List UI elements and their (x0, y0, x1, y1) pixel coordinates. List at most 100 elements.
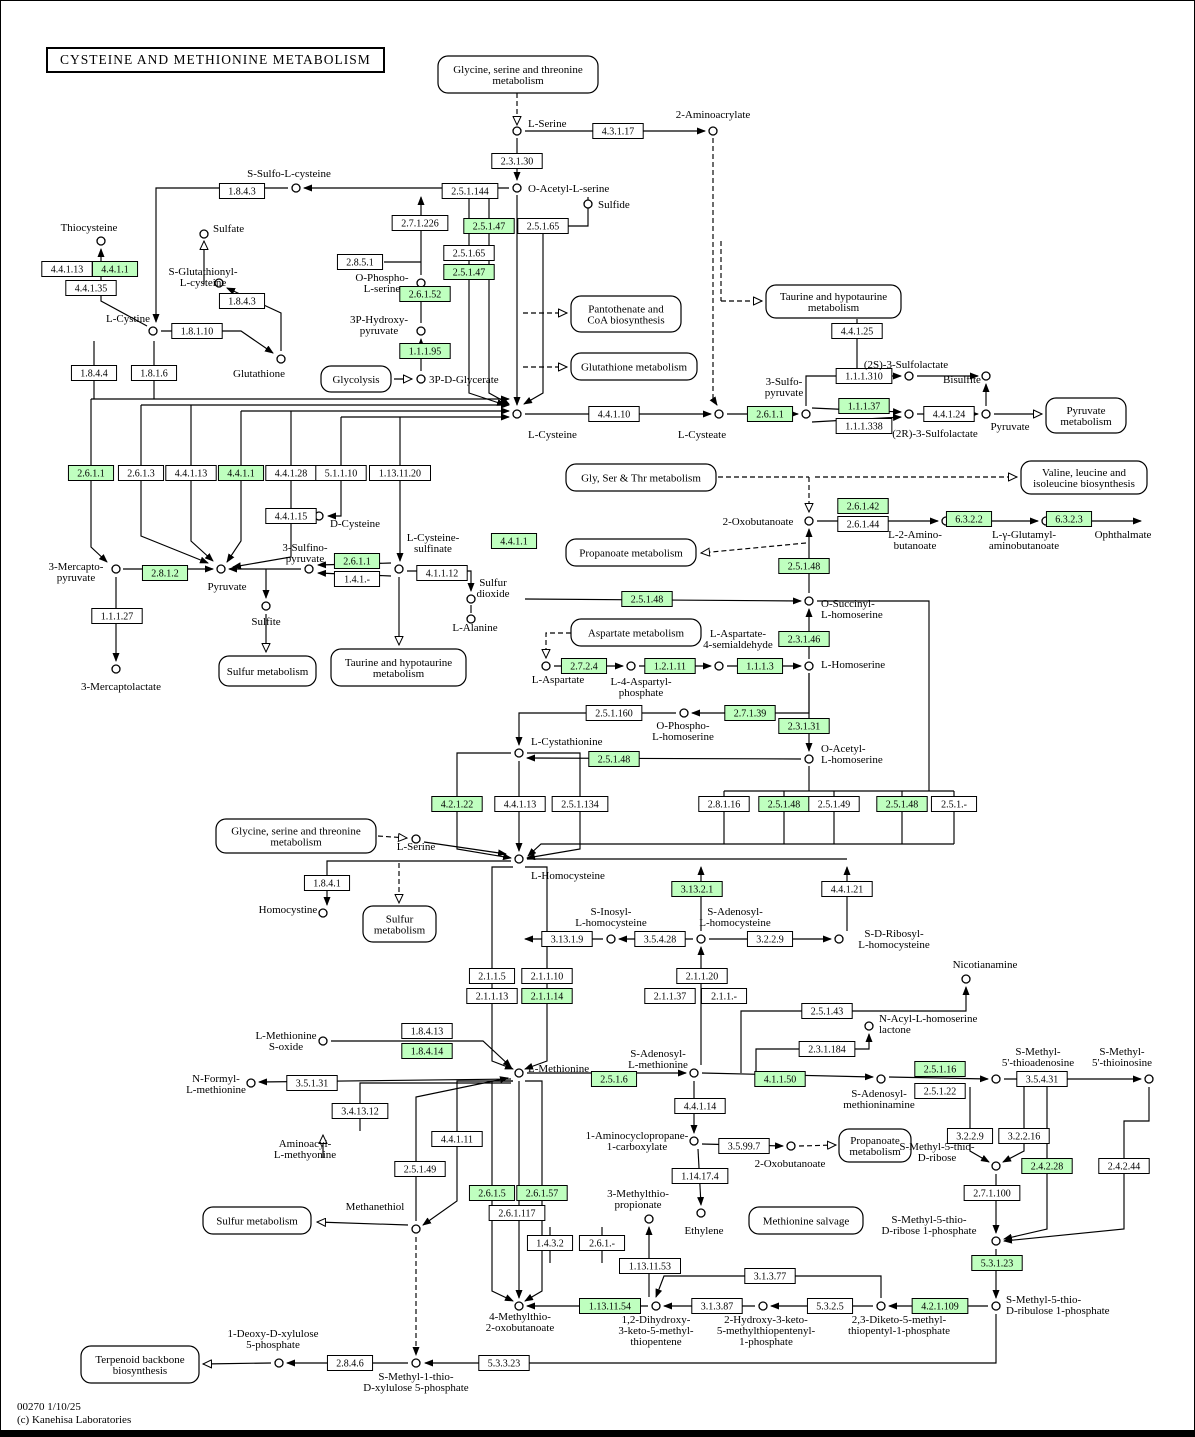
pathway-link-sulfur-metabolism[interactable] (202, 1206, 312, 1235)
compound-node[interactable] (318, 1036, 328, 1046)
enzyme-box-2.5.1.48[interactable] (588, 751, 640, 767)
enzyme-box-2.5.1.65[interactable] (443, 245, 495, 261)
pathway-link-methionine-salvage[interactable] (748, 1206, 864, 1235)
compound-node[interactable] (216, 564, 226, 574)
enzyme-box-4.4.1.1[interactable] (217, 465, 265, 481)
pathway-link-pyruvate-metabolism[interactable] (1045, 397, 1127, 434)
enzyme-box-2.1.1.14[interactable] (521, 988, 573, 1004)
enzyme-box-6.3.2.2[interactable] (945, 511, 993, 527)
enzyme-box-2.6.1.42[interactable] (837, 498, 889, 514)
compound-node[interactable] (991, 1161, 1001, 1171)
enzyme-box-3.5.4.31[interactable] (1016, 1071, 1068, 1087)
enzyme-box-2.8.4.6[interactable] (326, 1355, 374, 1371)
enzyme-box-2.5.1.43[interactable] (801, 1003, 853, 1019)
enzyme-box-1.13.11.54[interactable] (579, 1298, 641, 1314)
enzyme-box-2.1.1.5[interactable] (468, 968, 516, 984)
enzyme-box-2.5.1.48[interactable] (778, 558, 830, 574)
compound-node[interactable] (514, 1068, 524, 1078)
enzyme-box-2.6.1.1[interactable] (67, 465, 115, 481)
pathway-link-sulfur-metabolism[interactable] (218, 655, 317, 687)
enzyme-box-2.3.1.31[interactable] (778, 718, 830, 734)
compound-node[interactable] (606, 934, 616, 944)
enzyme-box-2.7.1.100[interactable] (963, 1185, 1021, 1201)
enzyme-box-1.1.1.310[interactable] (835, 368, 893, 384)
enzyme-box-1.2.1.11[interactable] (644, 658, 696, 674)
compound-node[interactable] (416, 278, 426, 288)
compound-node[interactable] (708, 126, 718, 136)
compound-node[interactable] (689, 1068, 699, 1078)
pathway-link-terpenoid-backbone-biosynthesis[interactable] (80, 1345, 200, 1384)
enzyme-box-4.3.1.17[interactable] (592, 123, 644, 139)
enzyme-box-2.5.1.48[interactable] (876, 796, 928, 812)
enzyme-box-1.8.4.3[interactable] (218, 293, 266, 309)
enzyme-box-2.5.1.49[interactable] (808, 796, 860, 812)
enzyme-box-1.8.4.3[interactable] (218, 183, 266, 199)
enzyme-box-1.14.17.4[interactable] (671, 1168, 729, 1184)
enzyme-box-1.1.1.338[interactable] (835, 418, 893, 434)
compound-node[interactable] (644, 1214, 654, 1224)
compound-node[interactable] (514, 854, 524, 864)
enzyme-box-1.1.1.27[interactable] (91, 608, 143, 624)
enzyme-box-3.13.2.1[interactable] (671, 881, 723, 897)
enzyme-box-4.4.1.14[interactable] (674, 1098, 726, 1114)
compound-node[interactable] (541, 661, 551, 671)
compound-node[interactable] (696, 934, 706, 944)
compound-node[interactable] (651, 1301, 661, 1311)
enzyme-box-1.8.1.10[interactable] (171, 323, 223, 339)
enzyme-box-2.1.1.13[interactable] (466, 988, 518, 1004)
enzyme-box-2.3.1.46[interactable] (778, 631, 830, 647)
enzyme-box-4.4.1.24[interactable] (923, 406, 975, 422)
enzyme-box-3.1.3.87[interactable] (691, 1298, 743, 1314)
enzyme-box-2.5.1.16[interactable] (914, 1061, 966, 1077)
enzyme-box-1.1.1.3[interactable] (736, 658, 784, 674)
compound-node[interactable] (804, 661, 814, 671)
enzyme-box-1.1.1.37[interactable] (838, 398, 890, 414)
compound-node[interactable] (111, 664, 121, 674)
enzyme-box-3.4.13.12[interactable] (331, 1103, 389, 1119)
compound-node[interactable] (199, 229, 209, 239)
compound-node[interactable] (512, 183, 522, 193)
compound-node[interactable] (714, 661, 724, 671)
compound-node[interactable] (96, 236, 106, 246)
enzyme-box-4.4.1.11[interactable] (431, 1131, 483, 1147)
compound-node[interactable] (758, 1301, 768, 1311)
enzyme-box-4.4.1.15[interactable] (265, 508, 317, 524)
pathway-link-valine-leucine-and-isoleucine-biosynthesis[interactable] (1020, 460, 1148, 495)
compound-node[interactable] (246, 1078, 256, 1088)
enzyme-box-3.2.2.9[interactable] (746, 931, 794, 947)
enzyme-box-4.2.1.109[interactable] (911, 1298, 969, 1314)
compound-node[interactable] (304, 564, 314, 574)
enzyme-box-4.1.1.50[interactable] (754, 1071, 806, 1087)
enzyme-box-4.4.1.35[interactable] (65, 280, 117, 296)
compound-node[interactable] (274, 1358, 284, 1368)
enzyme-box-4.4.1.21[interactable] (821, 881, 873, 897)
enzyme-box-2.1.1.-[interactable] (700, 988, 748, 1004)
enzyme-box-2.6.1.1[interactable] (333, 553, 381, 569)
enzyme-box-2.1.1.10[interactable] (521, 968, 573, 984)
enzyme-box-2.4.2.44[interactable] (1098, 1158, 1150, 1174)
compound-node[interactable] (991, 1236, 1001, 1246)
compound-node[interactable] (626, 661, 636, 671)
compound-node[interactable] (714, 409, 724, 419)
compound-node[interactable] (411, 1358, 421, 1368)
enzyme-box-6.3.2.3[interactable] (1045, 511, 1093, 527)
enzyme-box-2.3.1.30[interactable] (491, 153, 543, 169)
enzyme-box-2.8.5.1[interactable] (336, 254, 384, 270)
compound-node[interactable] (1144, 1074, 1154, 1084)
compound-node[interactable] (834, 934, 844, 944)
enzyme-box-5.3.3.23[interactable] (478, 1355, 530, 1371)
compound-node[interactable] (466, 614, 476, 624)
enzyme-box-2.6.1.-[interactable] (578, 1235, 626, 1251)
enzyme-box-4.2.1.22[interactable] (431, 796, 483, 812)
compound-node[interactable] (904, 409, 914, 419)
enzyme-box-2.5.1.47[interactable] (443, 264, 495, 280)
enzyme-box-2.5.1.22[interactable] (914, 1083, 966, 1099)
compound-node[interactable] (583, 199, 593, 209)
enzyme-box-5.3.1.23[interactable] (971, 1255, 1023, 1271)
compound-node[interactable] (394, 564, 404, 574)
compound-node[interactable] (111, 564, 121, 574)
pathway-link-aspartate-metabolism[interactable] (570, 618, 702, 647)
enzyme-box-5.1.1.10[interactable] (315, 465, 367, 481)
compound-node[interactable] (981, 409, 991, 419)
compound-node[interactable] (276, 354, 286, 364)
